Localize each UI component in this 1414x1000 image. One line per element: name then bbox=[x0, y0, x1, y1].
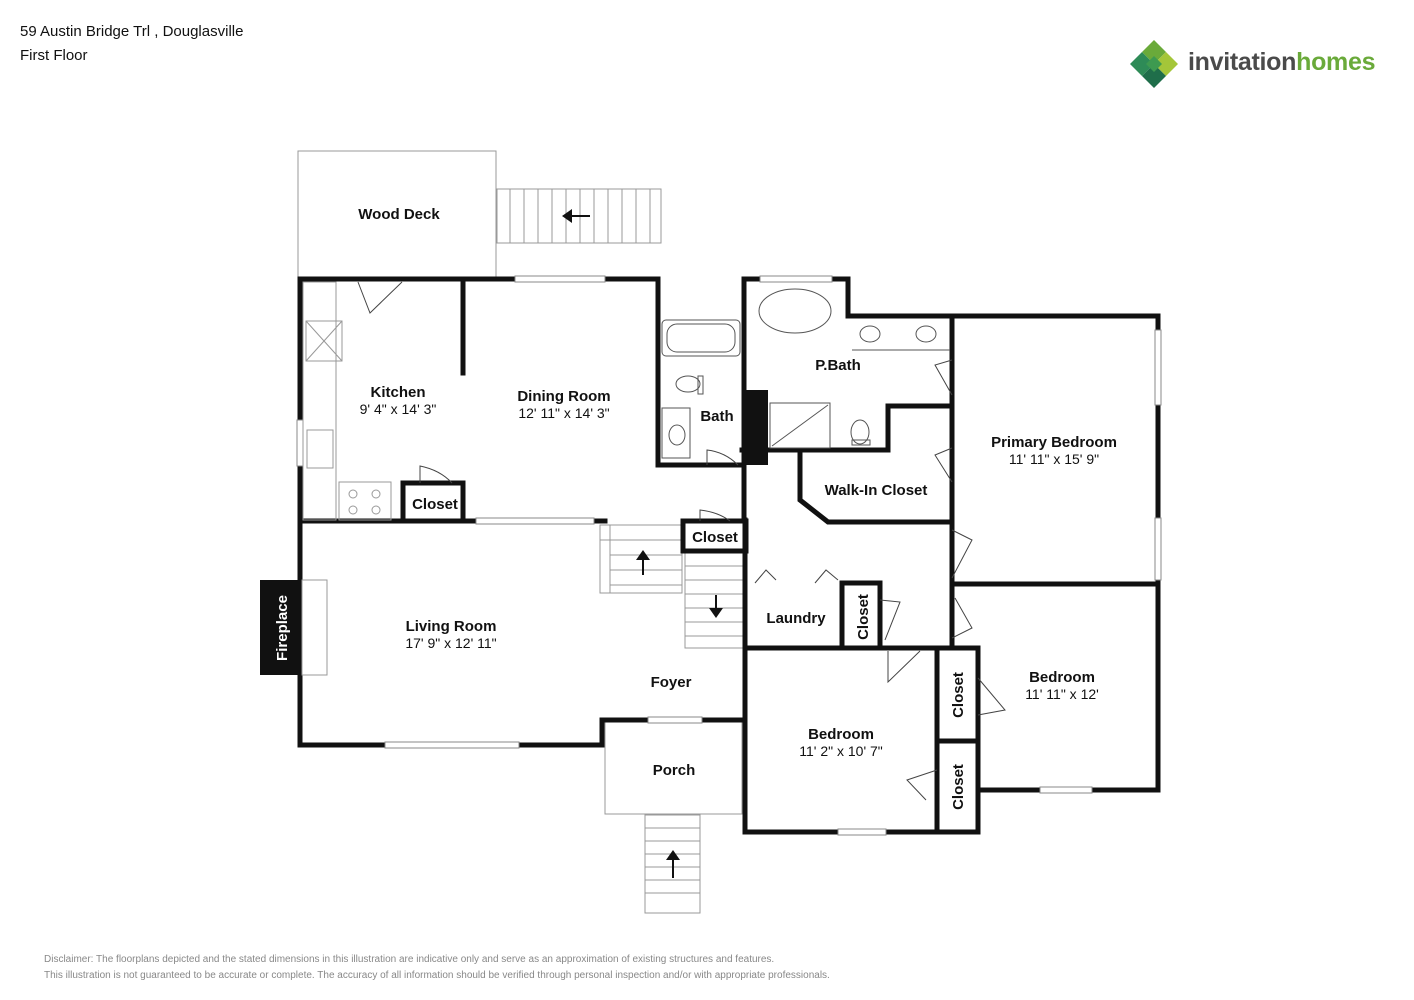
label-walk-in-closet: Walk-In Closet bbox=[825, 482, 928, 499]
label-wood-deck: Wood Deck bbox=[358, 206, 440, 223]
dims-primary-bedroom: 11' 11" x 15' 9" bbox=[1009, 451, 1099, 467]
logo-word-invitation: invitation bbox=[1188, 48, 1297, 76]
stair-down-arrow-icon bbox=[709, 595, 723, 618]
dims-living-room: 17' 9" x 12' 11" bbox=[405, 635, 496, 651]
windows bbox=[296, 275, 1162, 836]
fireplace-block bbox=[260, 580, 300, 675]
disclaimer-line-1: Disclaimer: The floorplans depicted and … bbox=[44, 954, 775, 965]
property-address: 59 Austin Bridge Trl , Douglasville bbox=[20, 23, 244, 40]
dims-bedroom-3: 11' 11" x 12' bbox=[1025, 686, 1099, 702]
label-dining-room: Dining Room bbox=[517, 388, 610, 405]
label-bedroom-2: Bedroom bbox=[808, 726, 874, 743]
toilet-icon bbox=[675, 375, 871, 446]
hearth bbox=[301, 579, 328, 676]
label-bedroom-3: Bedroom bbox=[1029, 669, 1095, 686]
disclaimer-line-2: This illustration is not guaranteed to b… bbox=[44, 970, 830, 981]
walls bbox=[297, 276, 1161, 835]
sink-icon bbox=[661, 325, 950, 459]
wall-column bbox=[742, 390, 768, 465]
floor-label: First Floor bbox=[20, 47, 88, 64]
doors bbox=[357, 281, 1006, 801]
interior-stairs bbox=[599, 524, 744, 649]
logo-wordmark: invitationhomes bbox=[1188, 48, 1376, 77]
label-foyer: Foyer bbox=[651, 674, 692, 691]
label-closet-a: Closet bbox=[950, 672, 967, 718]
shower-icon bbox=[769, 402, 831, 449]
label-living-room: Living Room bbox=[406, 618, 497, 635]
label-foyer-closet: Closet bbox=[692, 529, 738, 546]
stair-up-arrow-icon bbox=[636, 550, 650, 575]
label-fireplace: Fireplace bbox=[274, 595, 291, 661]
label-kitchen-closet: Closet bbox=[412, 496, 458, 513]
bathtub bbox=[661, 319, 741, 357]
deck-stair-arrow-icon bbox=[562, 209, 590, 223]
label-kitchen: Kitchen bbox=[370, 384, 425, 401]
label-laundry-closet: Closet bbox=[855, 594, 872, 640]
label-primary-bedroom: Primary Bedroom bbox=[991, 434, 1117, 451]
logo-mark-icon bbox=[1130, 40, 1178, 88]
dims-bedroom-2: 11' 2" x 10' 7" bbox=[799, 743, 883, 759]
dims-dining-room: 12' 11" x 14' 3" bbox=[518, 405, 609, 421]
label-p-bath: P.Bath bbox=[815, 357, 861, 374]
wood-deck bbox=[297, 150, 662, 278]
label-bath: Bath bbox=[700, 408, 733, 425]
porch-stair-arrow-icon bbox=[666, 850, 680, 878]
label-laundry: Laundry bbox=[766, 610, 826, 627]
tub-oval bbox=[758, 288, 832, 334]
dims-kitchen: 9' 4" x 14' 3" bbox=[360, 401, 437, 417]
porch-steps bbox=[604, 721, 743, 914]
invitation-homes-logo: invitationhomes bbox=[1128, 36, 1388, 90]
label-porch: Porch bbox=[653, 762, 696, 779]
label-closet-b: Closet bbox=[950, 764, 967, 810]
kitchen-counters bbox=[302, 281, 392, 521]
logo-word-homes: homes bbox=[1296, 48, 1376, 76]
